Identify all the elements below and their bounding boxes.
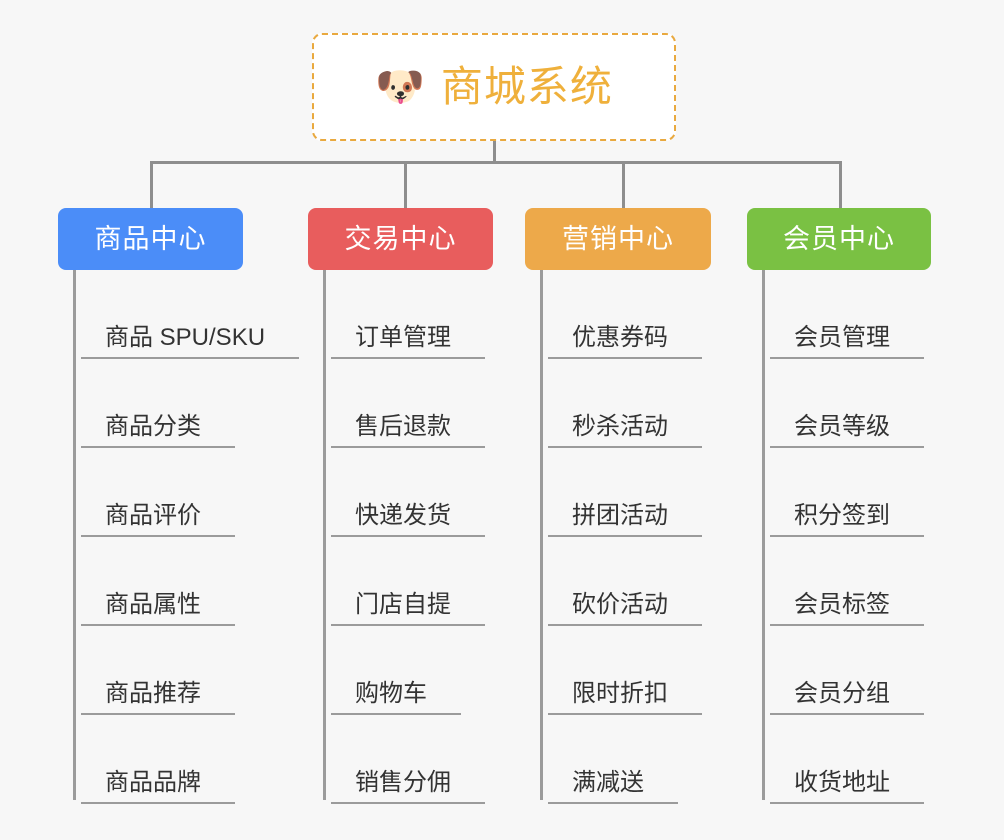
category-label: 营销中心 bbox=[562, 223, 674, 254]
leaf-item-label: 商品品牌 bbox=[81, 768, 235, 804]
leaf-item[interactable]: 快递发货 bbox=[323, 448, 485, 537]
leaf-item[interactable]: 商品 SPU/SKU bbox=[73, 270, 300, 359]
category-box-2[interactable]: 交易中心 bbox=[308, 208, 493, 270]
leaf-item[interactable]: 购物车 bbox=[323, 626, 485, 715]
leaf-column-2: 订单管理售后退款快递发货门店自提购物车销售分佣 bbox=[323, 270, 485, 804]
leaf-item-label: 会员分组 bbox=[770, 679, 924, 715]
connector-drop-2 bbox=[404, 161, 407, 208]
connector-root-stem bbox=[493, 141, 496, 163]
leaf-item-label: 商品推荐 bbox=[81, 679, 235, 715]
column-spine bbox=[73, 270, 76, 800]
leaf-item[interactable]: 拼团活动 bbox=[540, 448, 702, 537]
leaf-item-label: 商品 SPU/SKU bbox=[81, 323, 300, 359]
leaf-item[interactable]: 售后退款 bbox=[323, 359, 485, 448]
connector-horizontal-bus bbox=[150, 161, 840, 164]
root-node[interactable]: 🐶 商城系统 bbox=[312, 33, 676, 141]
leaf-item[interactable]: 商品分类 bbox=[73, 359, 299, 448]
category-label: 商品中心 bbox=[94, 223, 207, 254]
leaf-item[interactable]: 会员分组 bbox=[762, 626, 924, 715]
leaf-item-label: 门店自提 bbox=[331, 590, 485, 626]
leaf-item[interactable]: 订单管理 bbox=[323, 270, 485, 359]
leaf-item-label: 商品分类 bbox=[81, 412, 235, 448]
leaf-item[interactable]: 积分签到 bbox=[762, 448, 924, 537]
leaf-column-4: 会员管理会员等级积分签到会员标签会员分组收货地址 bbox=[762, 270, 924, 804]
leaf-item-label: 订单管理 bbox=[331, 323, 485, 359]
leaf-item[interactable]: 满减送 bbox=[540, 715, 702, 804]
leaf-item[interactable]: 商品品牌 bbox=[73, 715, 299, 804]
column-spine bbox=[762, 270, 765, 800]
leaf-item[interactable]: 限时折扣 bbox=[540, 626, 702, 715]
leaf-item-label: 拼团活动 bbox=[548, 501, 702, 537]
category-box-1[interactable]: 商品中心 bbox=[58, 208, 243, 270]
leaf-item[interactable]: 商品属性 bbox=[73, 537, 299, 626]
leaf-item[interactable]: 会员管理 bbox=[762, 270, 924, 359]
leaf-item[interactable]: 商品推荐 bbox=[73, 626, 299, 715]
leaf-item-label: 会员管理 bbox=[770, 323, 924, 359]
leaf-item[interactable]: 会员等级 bbox=[762, 359, 924, 448]
leaf-item-label: 快递发货 bbox=[331, 501, 485, 537]
leaf-item-label: 商品属性 bbox=[81, 590, 235, 626]
column-spine bbox=[323, 270, 326, 800]
leaf-item-label: 销售分佣 bbox=[331, 768, 485, 804]
leaf-item[interactable]: 门店自提 bbox=[323, 537, 485, 626]
leaf-item-label: 优惠券码 bbox=[548, 323, 702, 359]
category-label: 交易中心 bbox=[344, 223, 457, 254]
leaf-item-label: 秒杀活动 bbox=[548, 412, 702, 448]
leaf-item-label: 售后退款 bbox=[331, 412, 485, 448]
leaf-item[interactable]: 会员标签 bbox=[762, 537, 924, 626]
leaf-column-1: 商品 SPU/SKU 商品分类商品评价商品属性商品推荐商品品牌 bbox=[73, 270, 300, 804]
connector-drop-1 bbox=[150, 161, 153, 208]
category-label: 会员中心 bbox=[783, 223, 895, 254]
leaf-item-label: 收货地址 bbox=[770, 768, 924, 804]
leaf-item-label: 积分签到 bbox=[770, 501, 924, 537]
leaf-item[interactable]: 秒杀活动 bbox=[540, 359, 702, 448]
column-spine bbox=[540, 270, 543, 800]
leaf-item[interactable]: 销售分佣 bbox=[323, 715, 485, 804]
leaf-item-label: 购物车 bbox=[331, 679, 461, 715]
leaf-item-label: 商品评价 bbox=[81, 501, 235, 537]
category-box-4[interactable]: 会员中心 bbox=[747, 208, 931, 270]
leaf-item[interactable]: 砍价活动 bbox=[540, 537, 702, 626]
leaf-column-3: 优惠券码秒杀活动拼团活动砍价活动限时折扣满减送 bbox=[540, 270, 702, 804]
connector-drop-3 bbox=[622, 161, 625, 208]
leaf-item-label: 限时折扣 bbox=[548, 679, 702, 715]
leaf-item-label: 会员等级 bbox=[770, 412, 924, 448]
leaf-item[interactable]: 优惠券码 bbox=[540, 270, 702, 359]
leaf-item-label: 满减送 bbox=[548, 768, 678, 804]
leaf-item[interactable]: 收货地址 bbox=[762, 715, 924, 804]
leaf-item-label: 会员标签 bbox=[770, 590, 924, 626]
category-box-3[interactable]: 营销中心 bbox=[525, 208, 711, 270]
dog-face-icon: 🐶 bbox=[375, 65, 425, 109]
leaf-item-label: 砍价活动 bbox=[548, 590, 702, 626]
root-title: 商城系统 bbox=[440, 63, 613, 110]
leaf-item[interactable]: 商品评价 bbox=[73, 448, 299, 537]
connector-drop-4 bbox=[839, 161, 842, 208]
